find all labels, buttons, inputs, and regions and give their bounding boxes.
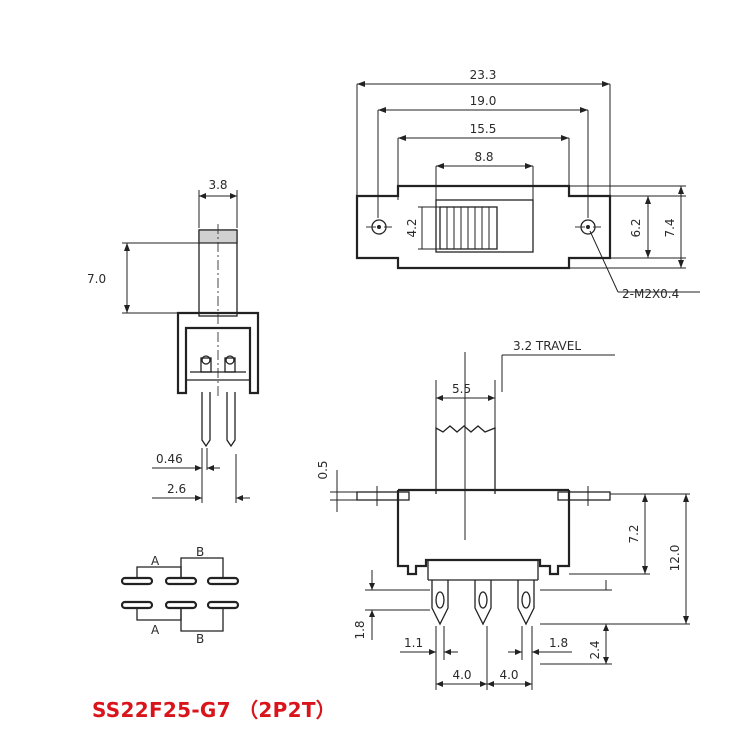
front-actuator-width: 5.5 <box>452 382 471 396</box>
front-pitch-left: 4.0 <box>452 668 471 682</box>
dim-overall-width: 23.3 <box>470 68 497 82</box>
circuit-label-b-top: B <box>196 545 204 559</box>
side-view: 3.8 7.0 0.46 2.6 <box>87 178 260 503</box>
hole-callout: 2-M2X0.4 <box>622 287 679 301</box>
side-actuator-height: 7.0 <box>87 272 106 286</box>
terminal-pins <box>431 580 535 626</box>
front-pitch-right: 4.0 <box>499 668 518 682</box>
dim-knob-height: 4.2 <box>405 218 419 237</box>
dim-overall-height: 7.4 <box>663 218 677 237</box>
dim-slot-width: 8.8 <box>474 150 493 164</box>
circuit-diagram: A B A B <box>120 545 240 646</box>
circuit-label-a-top: A <box>151 554 160 568</box>
top-view: 23.3 19.0 15.5 8.8 4.2 <box>355 68 700 301</box>
front-pin-length: 2.4 <box>588 640 602 659</box>
front-pin-width-right: 1.8 <box>549 636 568 650</box>
front-flange-thickness: 0.5 <box>316 460 330 479</box>
dim-body-height: 6.2 <box>629 218 643 237</box>
travel-note: 3.2 TRAVEL <box>513 339 581 353</box>
side-actuator-width: 3.8 <box>208 178 227 192</box>
front-pin-height: 1.8 <box>353 620 367 639</box>
side-pin-offset: 2.6 <box>167 482 186 496</box>
front-pin-width-left: 1.1 <box>404 636 423 650</box>
knob-ridges <box>446 207 490 249</box>
part-number-label: SS22F25-G7 （2P2T） <box>92 698 337 722</box>
front-body-height: 7.2 <box>627 524 641 543</box>
side-pin-thickness: 0.46 <box>156 452 183 466</box>
front-overall-height: 12.0 <box>668 545 682 572</box>
front-view: 5.5 3.2 TRAVEL 0.5 <box>316 339 690 690</box>
dim-body-width: 15.5 <box>470 122 497 136</box>
circuit-label-a-bottom: A <box>151 623 160 637</box>
dim-hole-pitch: 19.0 <box>470 94 497 108</box>
circuit-label-b-bottom: B <box>196 632 204 646</box>
